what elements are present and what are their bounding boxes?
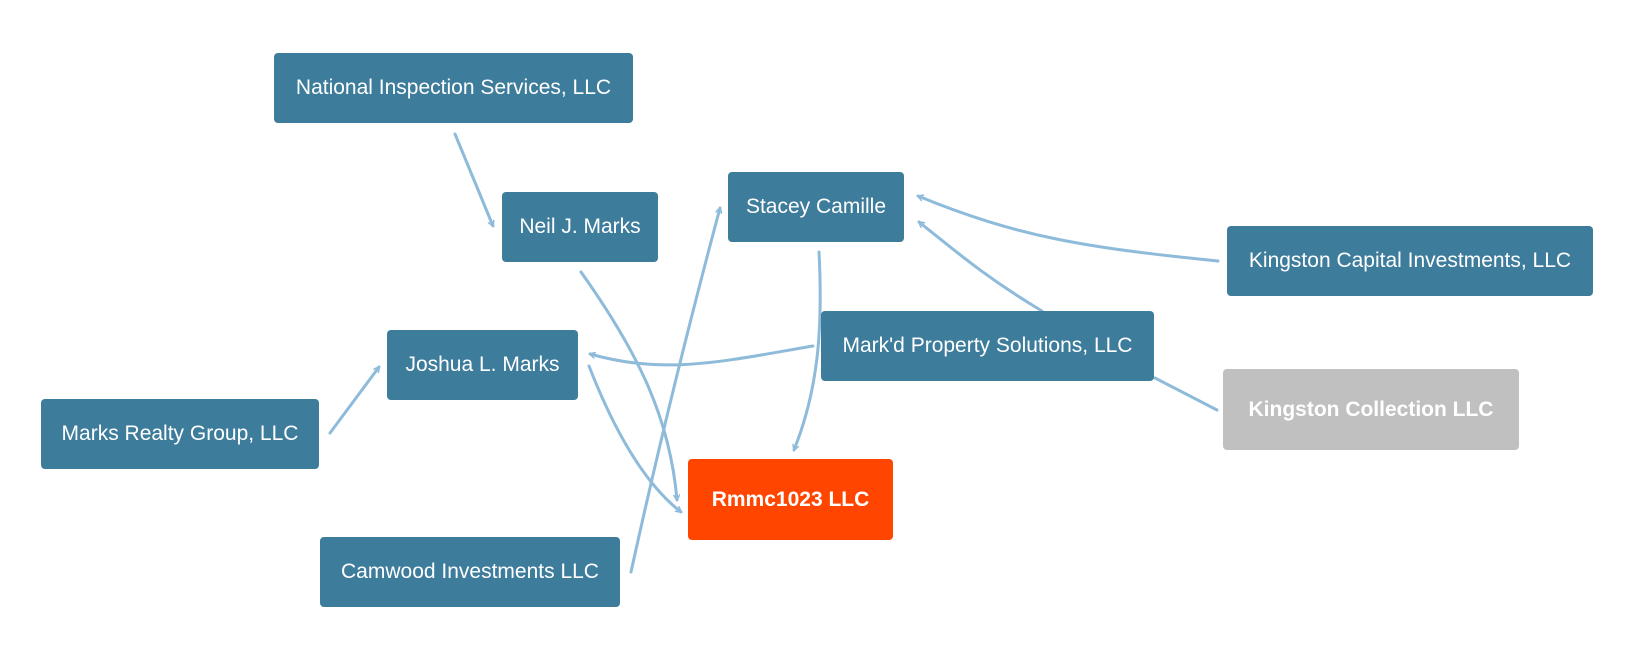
node-kingston-collection[interactable]: Kingston Collection LLC xyxy=(1223,369,1519,450)
node-neil-j-marks[interactable]: Neil J. Marks xyxy=(502,192,658,262)
edge-markd-property-to-joshua-marks xyxy=(588,344,815,367)
edge-kingston-collection-to-markd-property xyxy=(1153,376,1219,412)
node-markd-property-solutions[interactable]: Mark'd Property Solutions, LLC xyxy=(821,311,1154,381)
node-stacey-camille[interactable]: Stacey Camille xyxy=(728,172,904,242)
edge-markd-property-to-stacey-camille xyxy=(917,220,1044,313)
edge-camwood-to-stacey-camille xyxy=(629,206,720,574)
edge-stacey-camille-to-rmmc1023 xyxy=(794,250,822,452)
edge-neil-marks-to-rmmc1023 xyxy=(579,270,677,502)
node-camwood-investments[interactable]: Camwood Investments LLC xyxy=(320,537,620,607)
node-rmmc1023-llc[interactable]: Rmmc1023 LLC xyxy=(688,459,893,540)
edge-joshua-marks-to-rmmc1023 xyxy=(587,364,683,514)
edge-kingston-capital-to-stacey-camille xyxy=(916,196,1220,263)
node-marks-realty-group[interactable]: Marks Realty Group, LLC xyxy=(41,399,319,469)
edge-marks-realty-to-joshua-marks xyxy=(328,365,381,435)
node-joshua-l-marks[interactable]: Joshua L. Marks xyxy=(387,330,578,400)
edge-national-inspection-to-neil-marks xyxy=(453,132,493,228)
node-kingston-capital-investments[interactable]: Kingston Capital Investments, LLC xyxy=(1227,226,1593,296)
node-national-inspection-services[interactable]: National Inspection Services, LLC xyxy=(274,53,633,123)
